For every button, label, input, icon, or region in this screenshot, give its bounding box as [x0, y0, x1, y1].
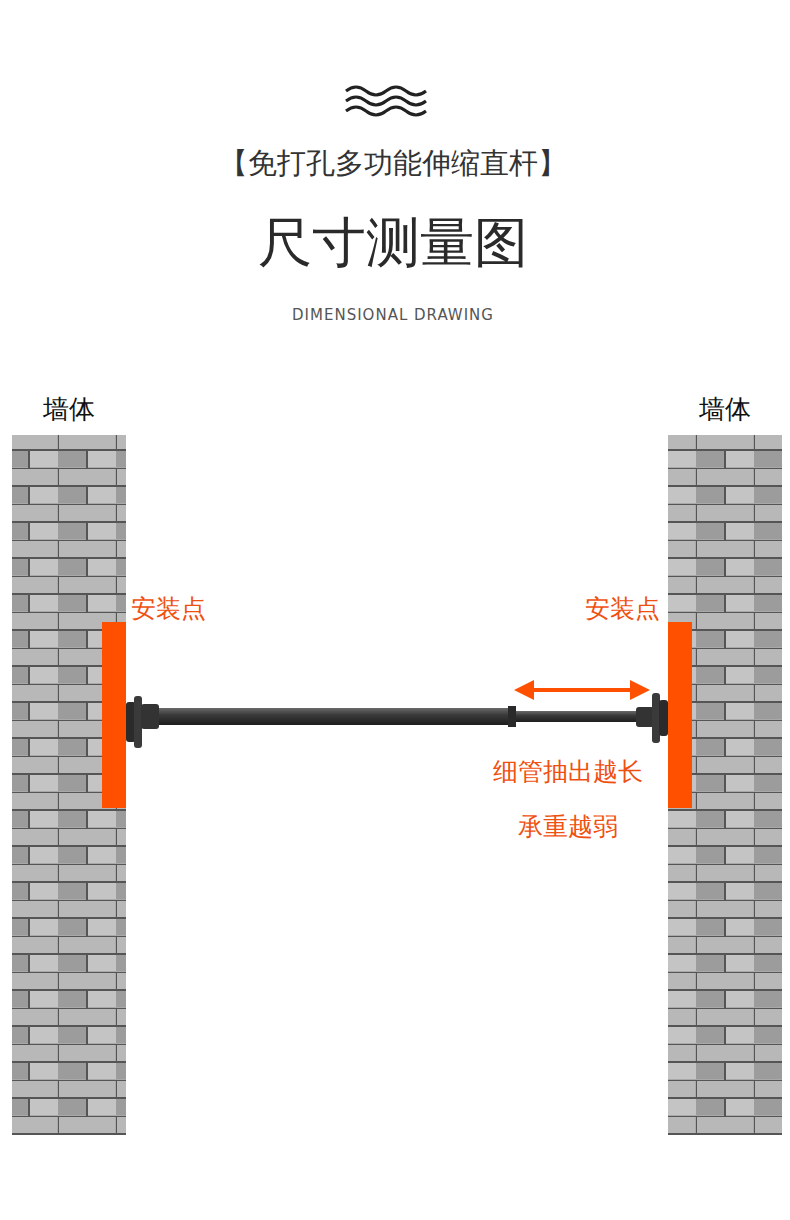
extension-arrow [514, 680, 650, 700]
brick-wall [668, 435, 782, 1135]
wall-label: 墙体 [699, 392, 751, 427]
brick-wall [12, 435, 126, 1135]
install-point [668, 622, 692, 808]
page-title: 尺寸测量图 [258, 211, 528, 276]
subtitle: 【免打孔多功能伸缩直杆】 [219, 146, 567, 181]
telescopic-rod [126, 693, 668, 748]
wave-symbol [346, 87, 426, 115]
english-subtitle: DIMENSIONAL DRAWING [292, 306, 494, 324]
wall: 墙体 [668, 392, 782, 1135]
install-point-label: 安装点 [131, 594, 206, 624]
wall: 墙体 [12, 392, 126, 1135]
note: 承重越弱 [518, 812, 618, 842]
install-point-label: 安装点 [585, 594, 660, 624]
note: 细管抽出越长 [493, 757, 643, 787]
wall-label: 墙体 [43, 392, 95, 427]
install-point [102, 622, 126, 808]
